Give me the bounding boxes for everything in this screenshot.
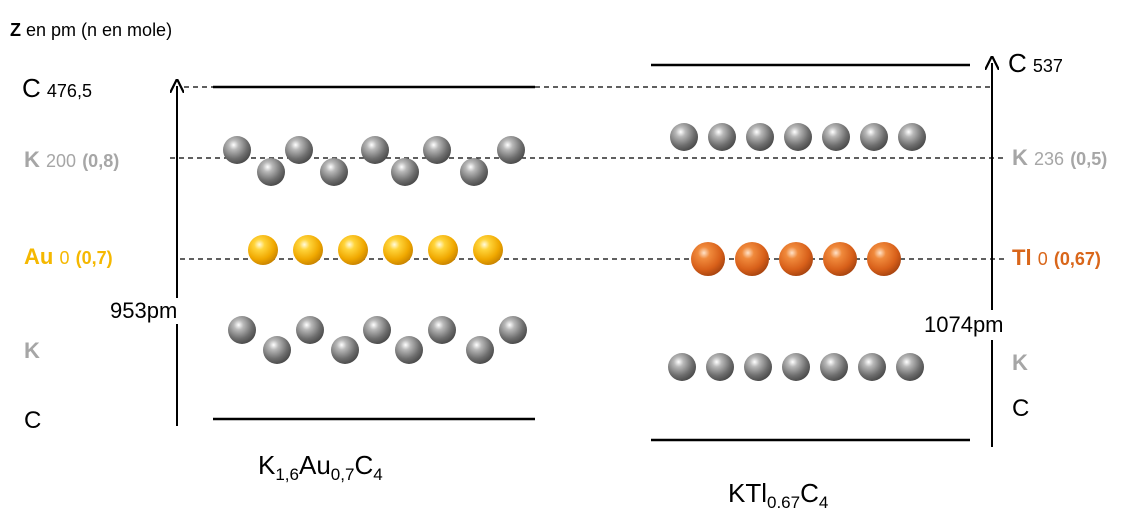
k-atom xyxy=(391,158,419,186)
k-atom xyxy=(784,123,812,151)
tl-atom xyxy=(823,242,857,276)
left-formula: K1,6Au0,7C4 xyxy=(258,450,383,484)
k-atom xyxy=(223,136,251,164)
left-c-top-label: C 476,5 xyxy=(22,73,92,103)
left-k-bottom-label: K xyxy=(24,338,40,363)
right-k-top-label: K 236 (0,5) xyxy=(1012,145,1108,170)
au-atom xyxy=(383,235,413,265)
k-atom xyxy=(782,353,810,381)
k-atom xyxy=(320,158,348,186)
k-atom xyxy=(708,123,736,151)
left-au-label: Au 0 (0,7) xyxy=(24,244,113,269)
z-header-text: en pm (n en mole) xyxy=(21,20,173,40)
right-c-bottom-label: C xyxy=(1012,395,1030,422)
tl-atom xyxy=(779,242,813,276)
dashed-guide-lines xyxy=(170,86,1005,260)
left-height-label: 953pm xyxy=(106,298,182,324)
k-atom xyxy=(257,158,285,186)
k-atom xyxy=(466,336,494,364)
z-header: Z en pm (n en mole) xyxy=(10,20,172,41)
tl-atom xyxy=(691,242,725,276)
k-atom xyxy=(896,353,924,381)
k-atom xyxy=(860,123,888,151)
au-atom xyxy=(473,235,503,265)
left-k-bottom-atoms xyxy=(228,316,527,364)
au-atom xyxy=(428,235,458,265)
k-atom xyxy=(898,123,926,151)
tl-atom xyxy=(867,242,901,276)
z-symbol: Z xyxy=(10,20,21,40)
k-atom xyxy=(668,353,696,381)
k-atom xyxy=(361,136,389,164)
right-k-bottom-atoms xyxy=(668,353,924,381)
k-atom xyxy=(228,316,256,344)
k-atom xyxy=(820,353,848,381)
right-c-top-label: C 537 xyxy=(1008,48,1063,78)
k-atom xyxy=(858,353,886,381)
right-formula: KTl0.67C4 xyxy=(728,478,829,512)
k-atom xyxy=(670,123,698,151)
k-atom xyxy=(497,136,525,164)
left-c-bottom-label: C xyxy=(24,407,42,434)
right-k-bottom-label: K xyxy=(1012,350,1028,375)
k-atom xyxy=(499,316,527,344)
right-tl-atoms xyxy=(691,242,901,276)
right-k-top-atoms xyxy=(670,123,926,151)
k-atom xyxy=(423,136,451,164)
k-atom xyxy=(285,136,313,164)
k-atom xyxy=(395,336,423,364)
k-atom xyxy=(331,336,359,364)
k-atom xyxy=(822,123,850,151)
k-atom xyxy=(428,316,456,344)
k-atom xyxy=(460,158,488,186)
left-au-atoms xyxy=(248,235,503,265)
k-atom xyxy=(363,316,391,344)
k-atom xyxy=(706,353,734,381)
au-atom xyxy=(338,235,368,265)
right-tl-label: Tl 0 (0,67) xyxy=(1012,245,1101,270)
left-k-top-atoms xyxy=(223,136,525,186)
k-atom xyxy=(744,353,772,381)
k-atom xyxy=(296,316,324,344)
right-height-label: 1074pm xyxy=(918,310,1068,340)
au-atom xyxy=(248,235,278,265)
tl-atom xyxy=(735,242,769,276)
k-atom xyxy=(746,123,774,151)
left-k-top-label: K 200 (0,8) xyxy=(24,147,120,172)
k-atom xyxy=(263,336,291,364)
au-atom xyxy=(293,235,323,265)
